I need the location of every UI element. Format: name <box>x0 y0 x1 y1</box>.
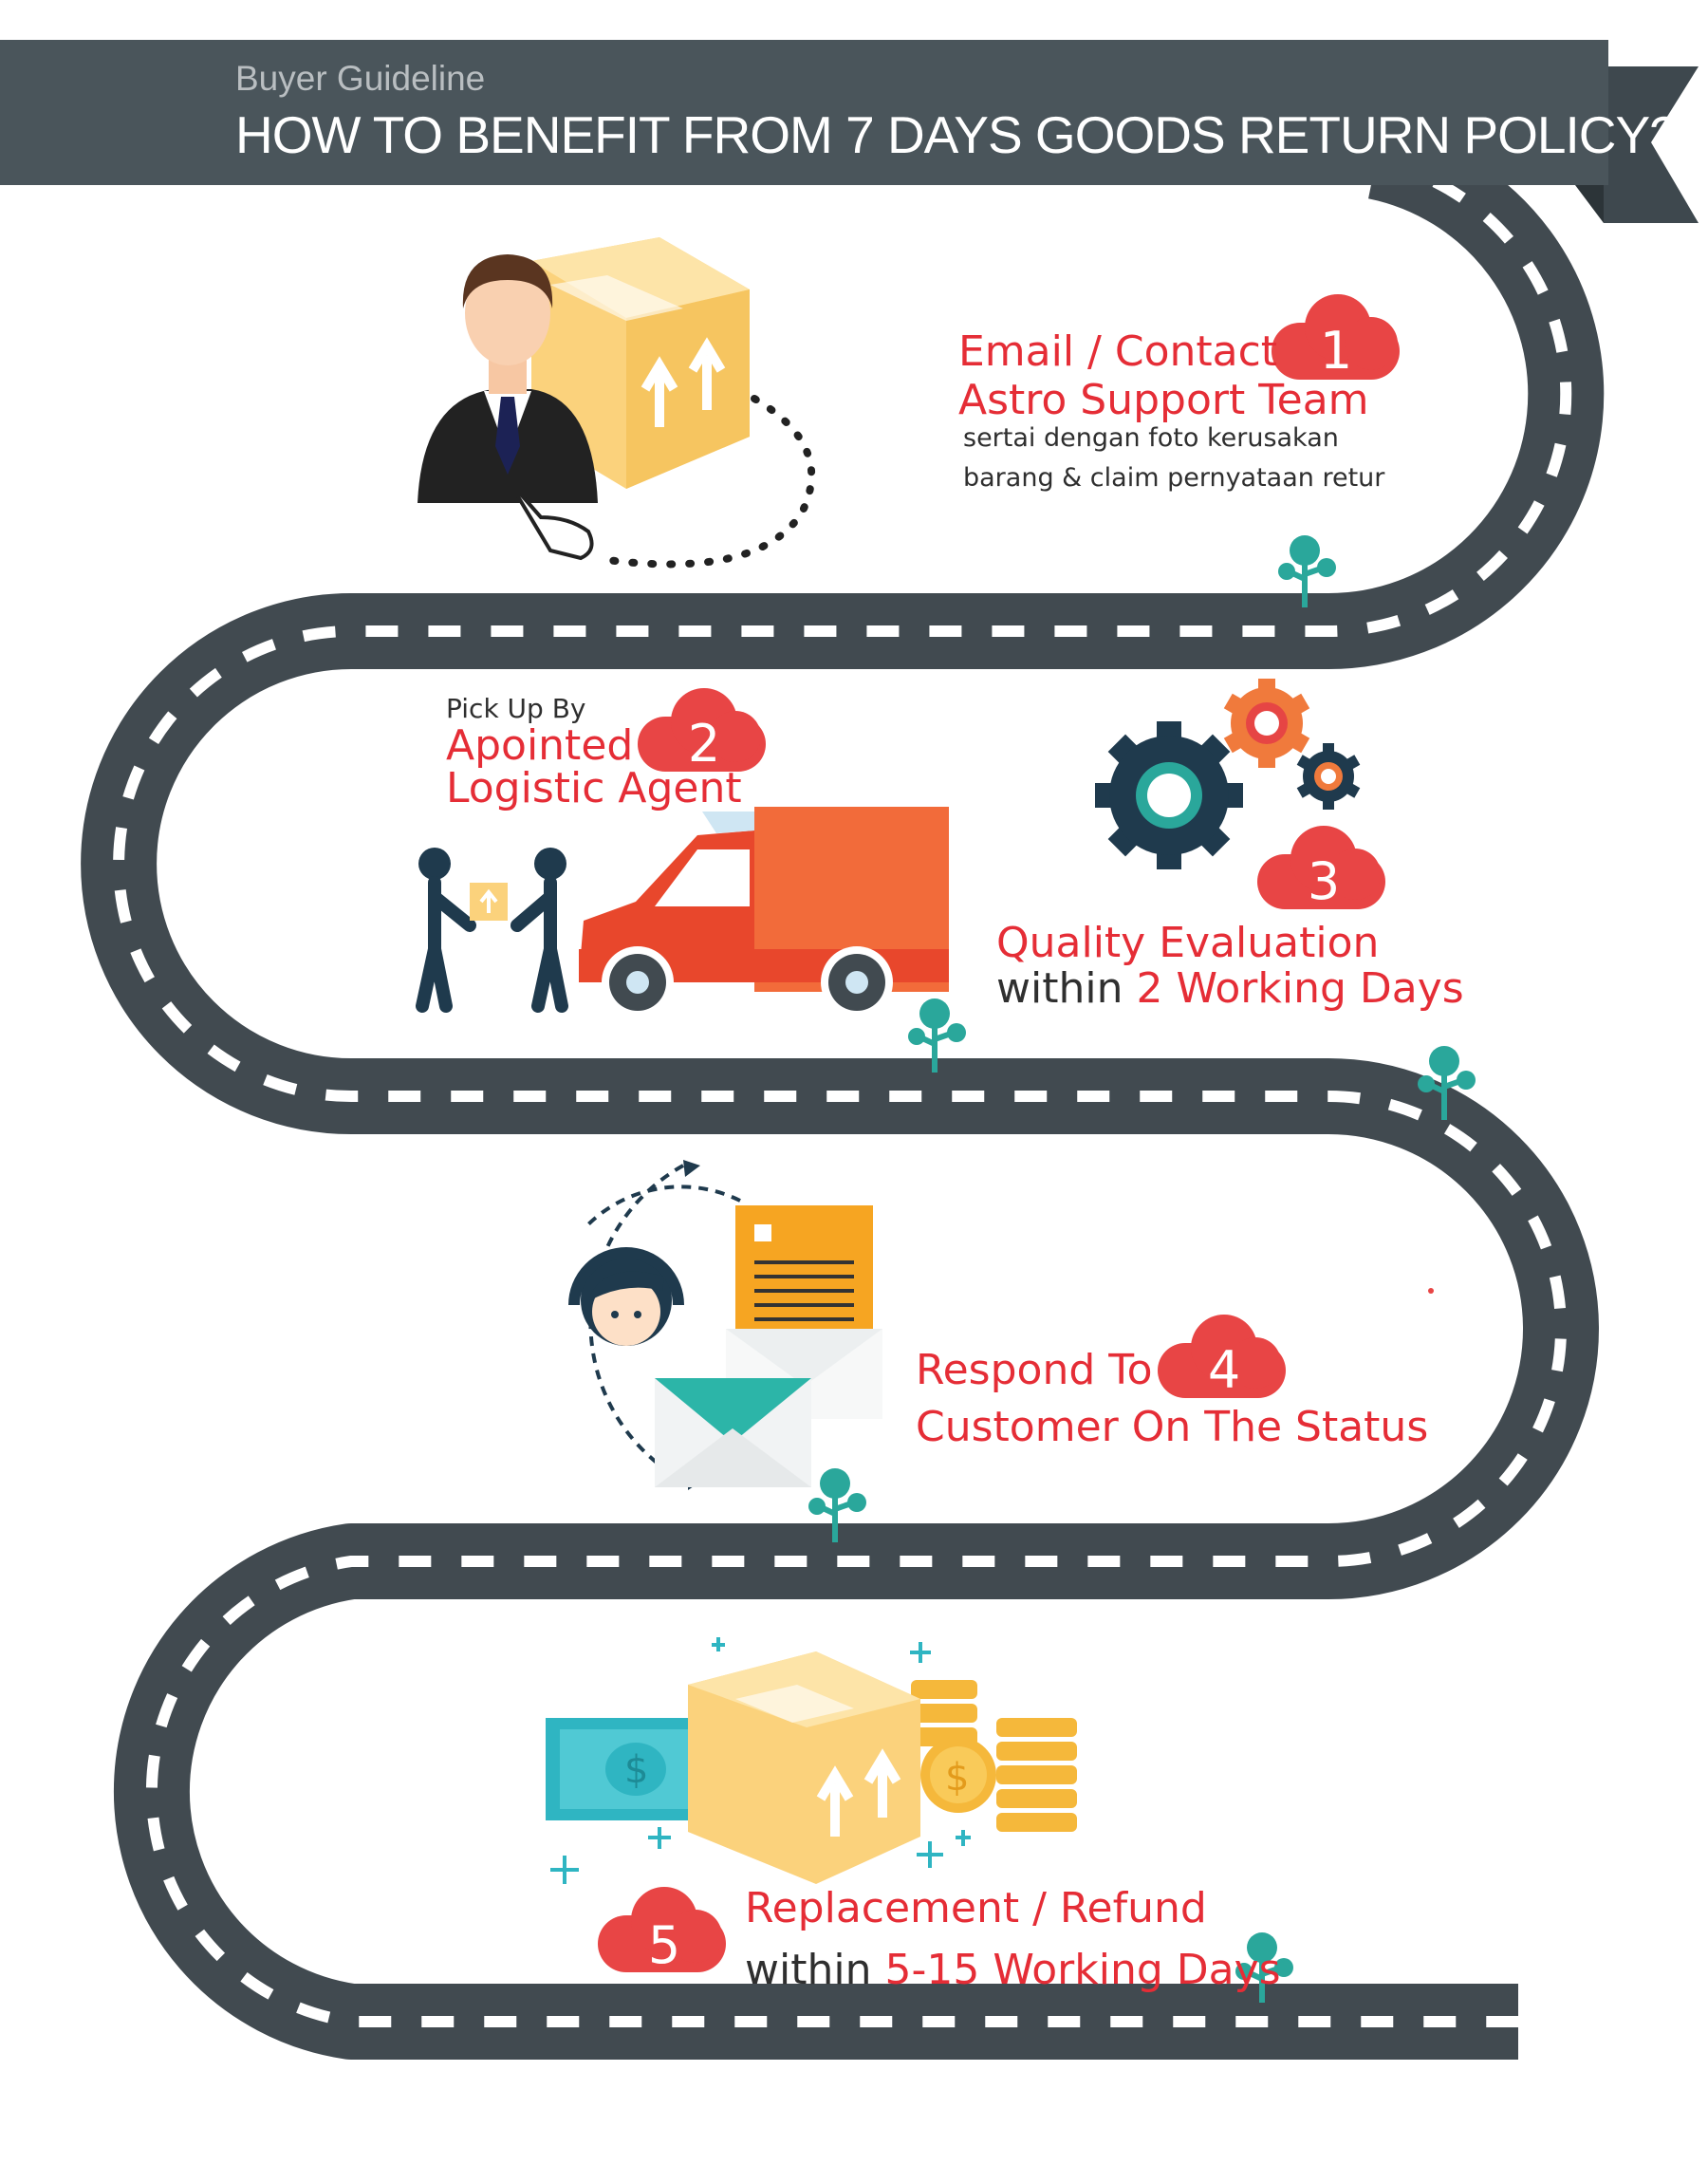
step-2-prefix: Pick Up By <box>446 693 586 724</box>
step-3-duration: 2 Working Days <box>1136 964 1464 1013</box>
step-3-line1: Quality Evaluation <box>996 919 1380 967</box>
step-5-line1: Replacement / Refund <box>745 1884 1207 1932</box>
svg-text:$: $ <box>624 1748 648 1792</box>
number-badge-5 <box>598 1887 726 1972</box>
step-4-line2: Customer On The Status <box>916 1403 1429 1451</box>
number-badge-2 <box>638 688 766 772</box>
title-banner <box>0 40 1699 223</box>
number-badge-3 <box>1257 826 1385 909</box>
step-1-number: 1 <box>1319 321 1353 381</box>
step-2-number: 2 <box>687 714 721 774</box>
svg-text:$: $ <box>945 1756 969 1800</box>
step-2-line1: Apointed <box>446 721 634 770</box>
step-5-duration: 5-15 Working Days <box>884 1946 1281 1994</box>
step-2-line2: Logistic Agent <box>446 764 742 812</box>
step-1-description-1: sertai dengan foto kerusakan <box>963 423 1339 453</box>
number-badge-1 <box>1272 294 1400 380</box>
step-5-number: 5 <box>647 1915 681 1975</box>
step-3-within: within <box>996 964 1123 1013</box>
banner-subtitle: Buyer Guideline <box>235 59 486 98</box>
number-badge-4 <box>1158 1315 1286 1398</box>
businessman-with-box-icon <box>418 237 816 569</box>
customer-support-email-icon <box>568 1160 1434 1490</box>
step-5-line2: within 5-15 Working Days <box>745 1946 1281 1994</box>
tree-icon-3 <box>1418 1046 1476 1120</box>
money-and-box-icon: $ $ <box>546 1637 1077 1884</box>
winding-road <box>81 123 1605 2060</box>
delivery-truck-icon <box>579 807 949 1018</box>
tree-icon-1 <box>1278 535 1336 607</box>
tree-icon-2 <box>908 998 966 1073</box>
step-4-number: 4 <box>1207 1340 1241 1400</box>
handover-people-icon <box>416 848 568 1013</box>
banner-title: HOW TO BENEFIT FROM 7 DAYS GOODS RETURN … <box>235 105 1679 164</box>
step-1-description-2: barang & claim pernyataan retur <box>963 463 1385 493</box>
step-4-line1: Respond To <box>916 1346 1153 1394</box>
gears-icon <box>1095 679 1361 869</box>
step-3-number: 3 <box>1307 851 1341 911</box>
step-1-line1: Email / Contact <box>958 327 1278 376</box>
step-3-line2: within 2 Working Days <box>996 964 1464 1013</box>
step-5-within: within <box>745 1946 872 1994</box>
step-1-line2: Astro Support Team <box>958 376 1369 424</box>
tree-icon-5 <box>1235 1932 1293 2003</box>
tree-icon-4 <box>808 1468 866 1542</box>
